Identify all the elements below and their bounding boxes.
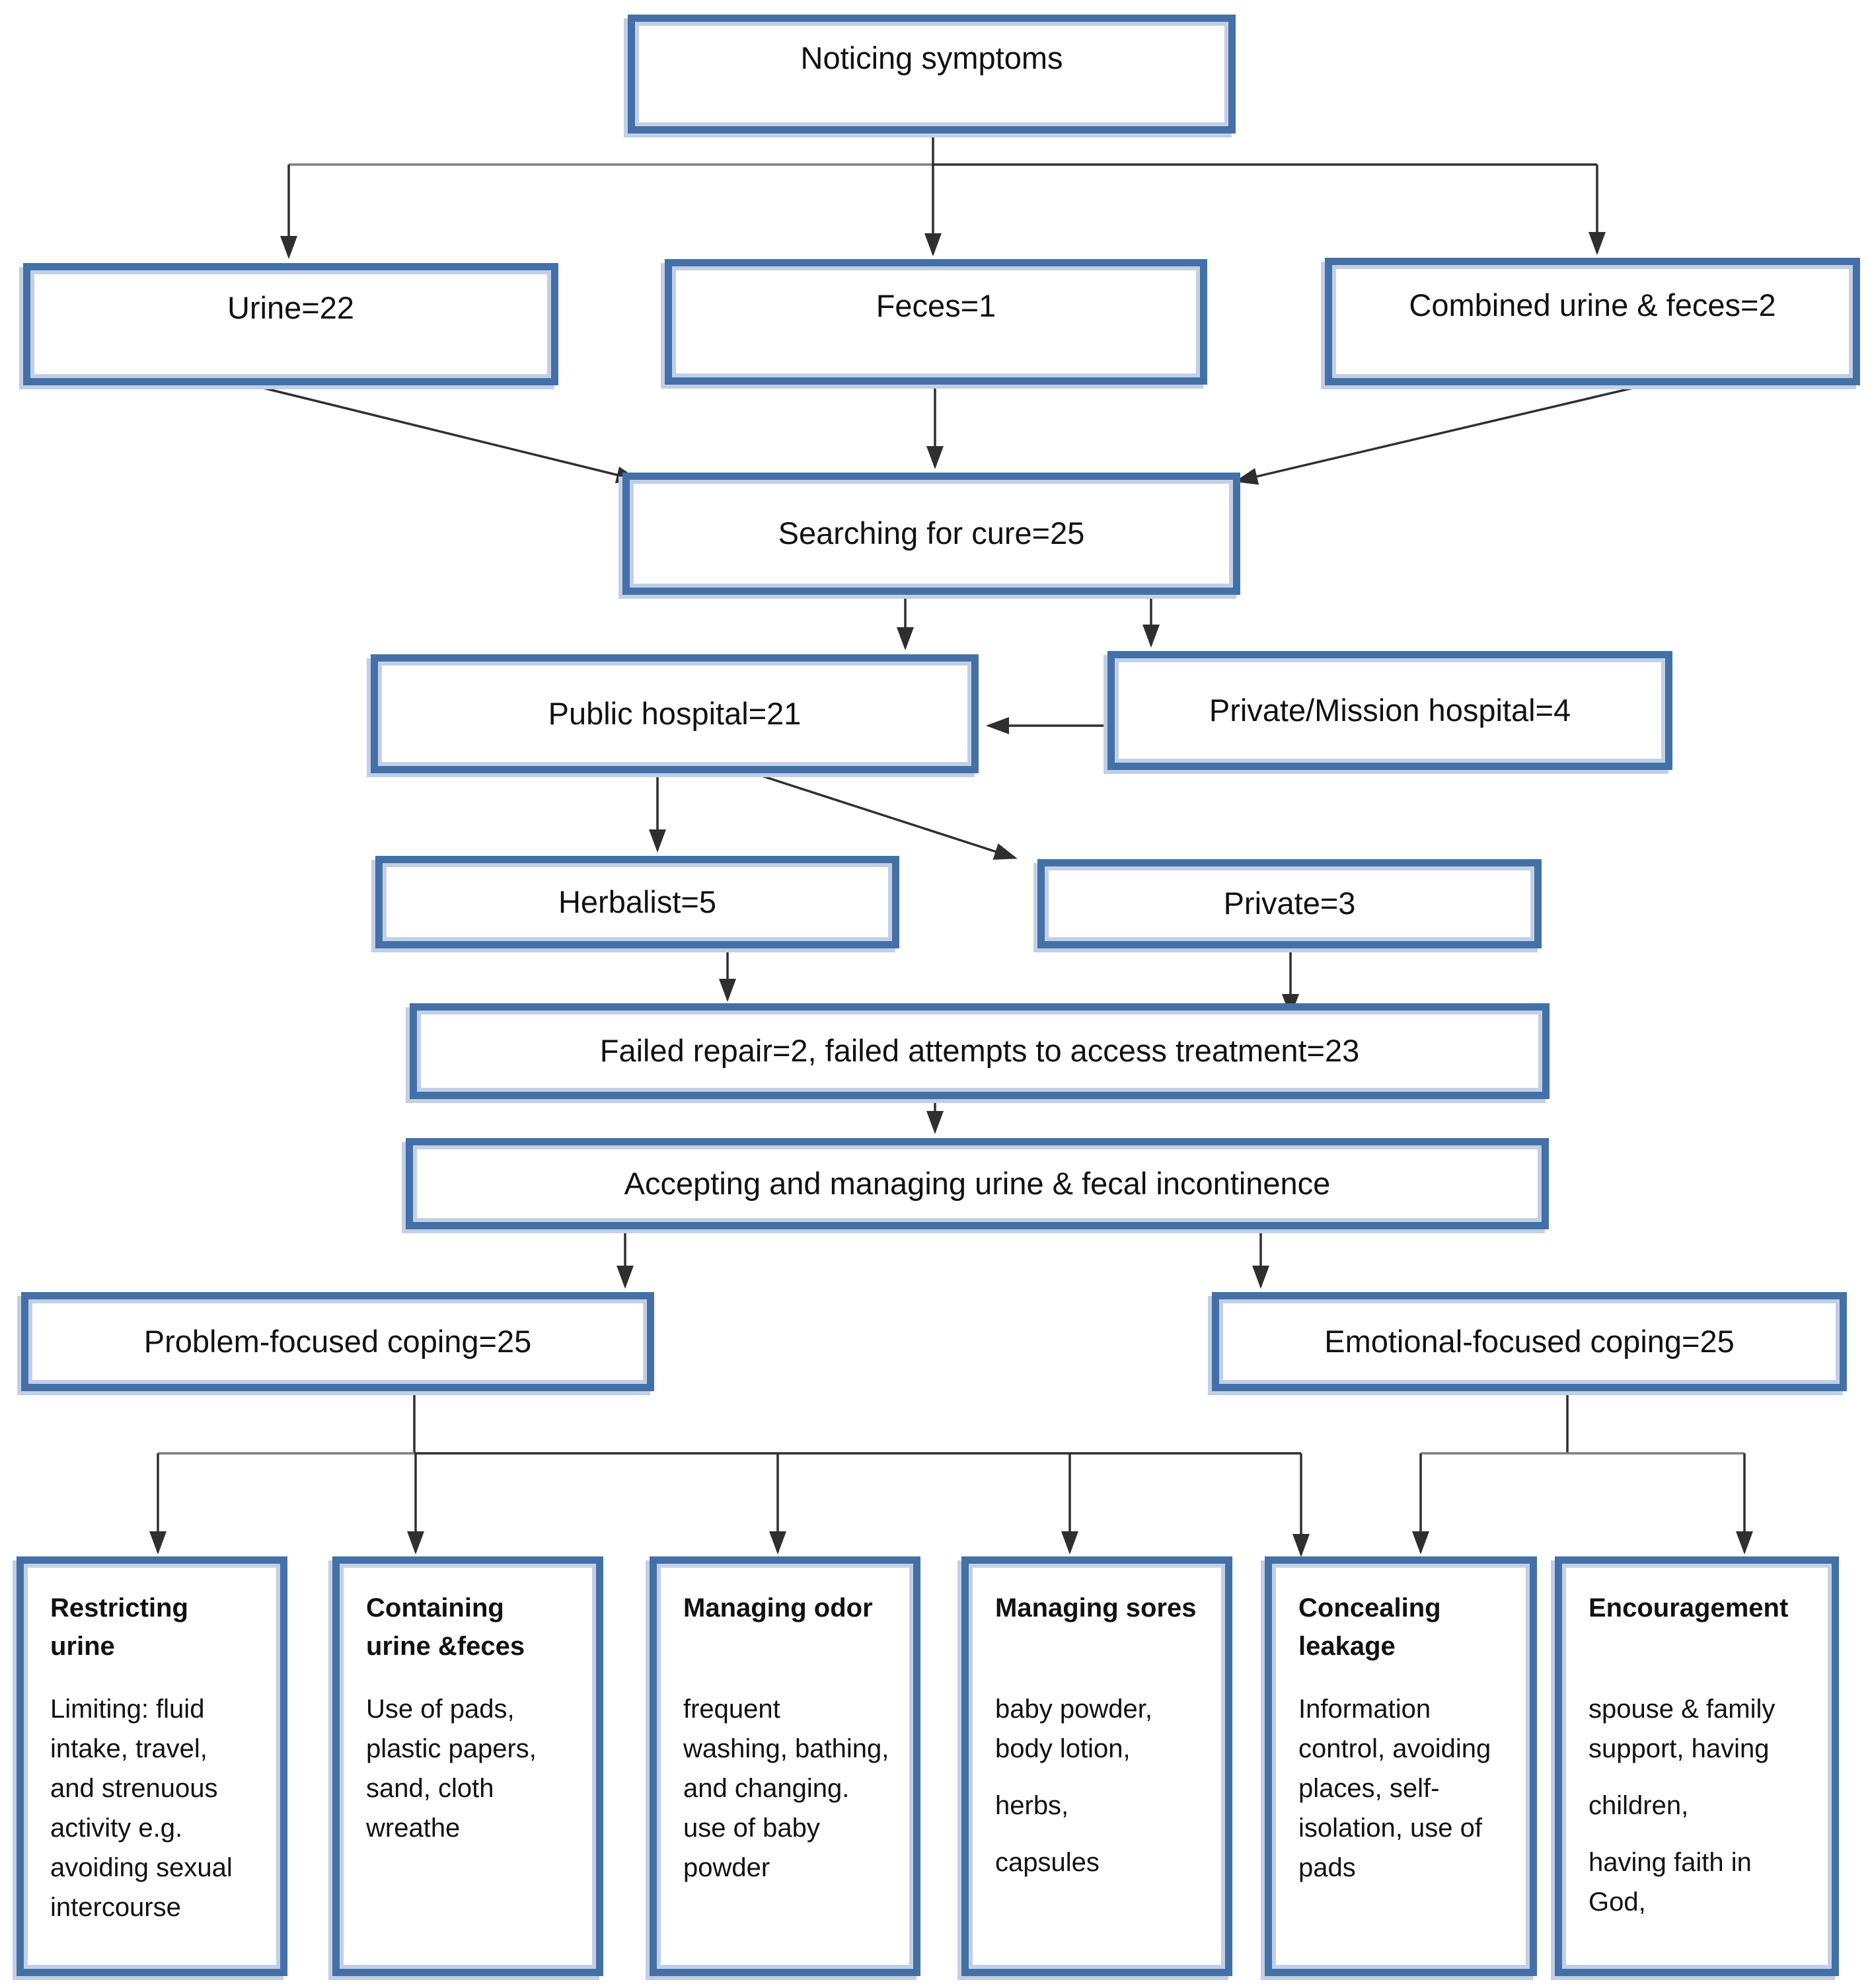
node-herbalist: Herbalist=5 <box>375 856 899 948</box>
node-label: Urine=22 <box>227 290 355 326</box>
arrow-public-to-private <box>743 769 1018 860</box>
node-label: Private/Mission hospital=4 <box>1209 692 1571 728</box>
coping-box-title: Containing urine &feces <box>366 1593 525 1661</box>
node-problem-focused-coping: Problem-focused coping=25 <box>21 1292 654 1391</box>
coping-box-body: Information control, avoiding places, se… <box>1298 1689 1507 1888</box>
node-combined-urine-feces: Combined urine & feces=2 <box>1325 258 1860 385</box>
coping-box-managing-sores: Managing sores baby powder, body lotion,… <box>961 1556 1232 1976</box>
coping-box-concealing-leakage: Concealing leakage Information control, … <box>1265 1556 1537 1976</box>
arrow-urine-to-searching <box>257 385 640 484</box>
node-searching-for-cure: Searching for cure=25 <box>622 473 1240 595</box>
node-label: Private=3 <box>1223 886 1356 921</box>
coping-box-body: Use of pads, plastic papers, sand, cloth… <box>366 1689 574 1848</box>
coping-box-body: baby powder, body lotion, herbs, capsule… <box>995 1689 1203 1882</box>
node-label: Problem-focused coping=25 <box>143 1323 532 1359</box>
node-label: Failed repair=2, failed attempts to acce… <box>599 1033 1360 1069</box>
coping-box-title: Restricting urine <box>50 1593 188 1661</box>
node-label: Public hospital=21 <box>548 695 802 731</box>
coping-box-title: Managing odor <box>683 1593 873 1623</box>
node-private-mission-hospital: Private/Mission hospital=4 <box>1107 651 1672 770</box>
coping-box-paragraph: Information control, avoiding places, se… <box>1298 1695 1491 1882</box>
node-label: Searching for cure=25 <box>778 516 1085 551</box>
node-label: Combined urine & feces=2 <box>1409 287 1776 323</box>
coping-box-body: frequent washing, bathing, and changing.… <box>683 1689 891 1888</box>
coping-box-paragraph: herbs, <box>995 1791 1069 1820</box>
node-label: Accepting and managing urine & fecal inc… <box>624 1165 1331 1201</box>
node-emotional-focused-coping: Emotional-focused coping=25 <box>1212 1292 1847 1391</box>
node-private: Private=3 <box>1037 859 1542 948</box>
coping-box-paragraph: baby powder, body lotion, <box>995 1695 1152 1763</box>
coping-box-paragraph: Limiting: fluid intake, travel, and stre… <box>50 1695 233 1922</box>
coping-box-title: Managing sores <box>995 1593 1197 1623</box>
node-label: Noticing symptoms <box>800 40 1063 75</box>
coping-box-encouragement: Encouragement spouse & family support, h… <box>1555 1556 1839 1976</box>
node-label: Emotional-focused coping=25 <box>1324 1323 1735 1359</box>
coping-box-containing-urine-feces: Containing urine &feces Use of pads, pla… <box>332 1556 603 1976</box>
coping-box-body: Limiting: fluid intake, travel, and stre… <box>50 1689 258 1927</box>
coping-box-paragraph: frequent washing, bathing, and changing.… <box>683 1695 889 1882</box>
arrow-combined-to-searching <box>1234 385 1639 485</box>
coping-box-paragraph: spouse & family support, having <box>1589 1695 1776 1763</box>
coping-box-paragraph: capsules <box>995 1848 1100 1877</box>
coping-box-paragraph: having faith in God, <box>1589 1848 1752 1917</box>
coping-box-paragraph: children, <box>1589 1791 1689 1820</box>
coping-box-body: spouse & family support, having children… <box>1589 1689 1809 1922</box>
node-public-hospital: Public hospital=21 <box>371 654 979 773</box>
node-label: Herbalist=5 <box>558 884 717 919</box>
coping-box-title: Concealing leakage <box>1298 1593 1441 1661</box>
coping-box-managing-odor: Managing odor frequent washing, bathing,… <box>650 1556 920 1976</box>
coping-box-title: Encouragement <box>1589 1593 1789 1623</box>
node-failed-repair: Failed repair=2, failed attempts to acce… <box>410 1003 1550 1099</box>
node-noticing-symptoms: Noticing symptoms <box>628 15 1236 134</box>
node-urine: Urine=22 <box>23 263 558 385</box>
coping-box-paragraph: Use of pads, plastic papers, sand, cloth… <box>366 1695 537 1843</box>
node-accepting-managing: Accepting and managing urine & fecal inc… <box>406 1138 1549 1229</box>
node-feces: Feces=1 <box>665 259 1207 385</box>
coping-box-restricting-urine: Restricting urine Limiting: fluid intake… <box>17 1556 287 1976</box>
node-label: Feces=1 <box>876 287 996 323</box>
